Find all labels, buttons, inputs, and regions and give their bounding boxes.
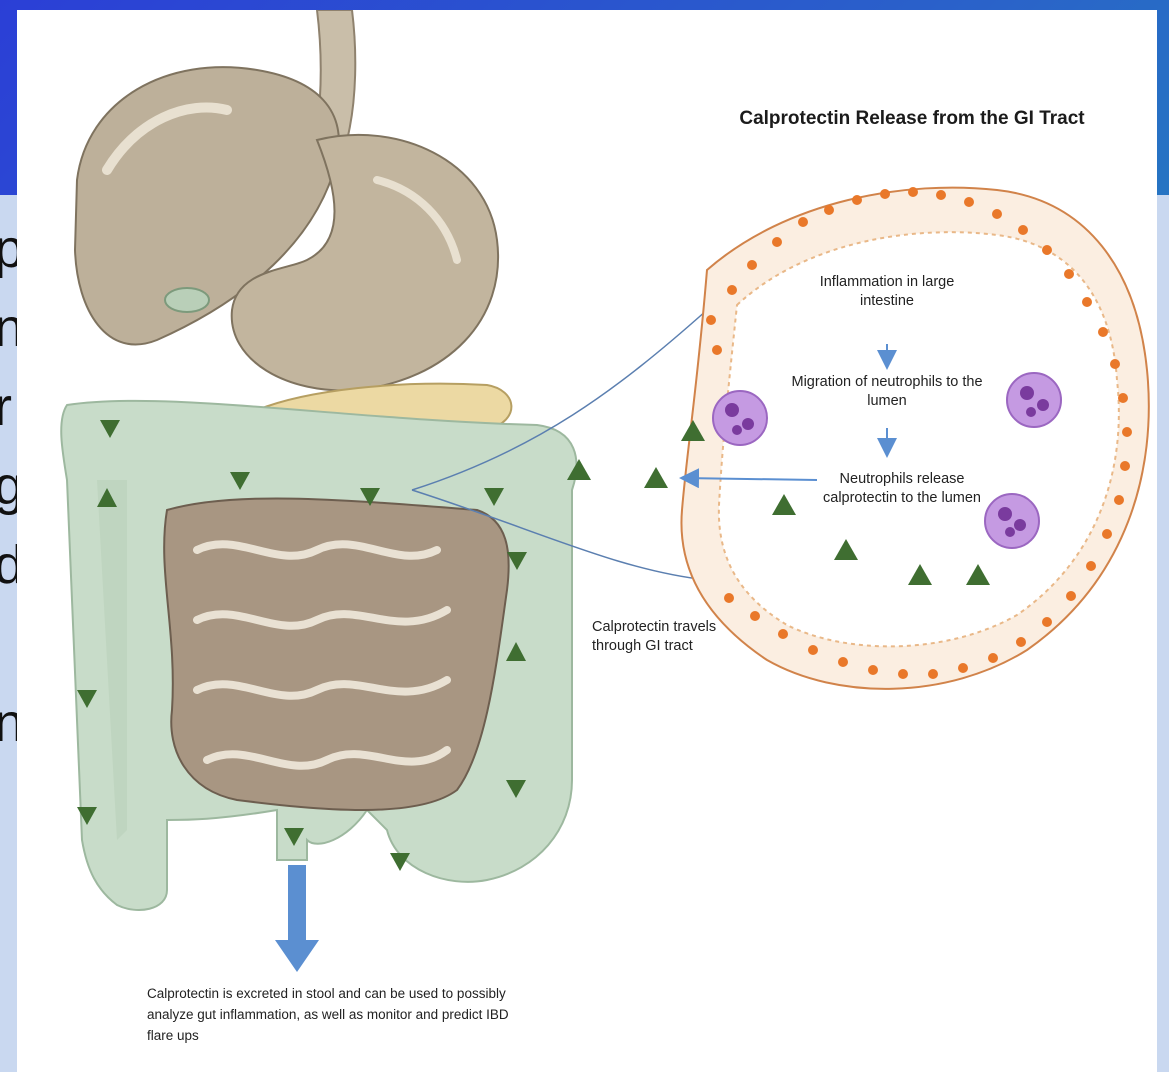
gallbladder [165, 288, 209, 312]
step-inflammation-label: Inflammation in large intestine [797, 273, 977, 311]
travel-label: Calprotectin travels through GI tract [592, 618, 722, 656]
excretion-arrow [288, 865, 306, 945]
step-release-label: Neutrophils release calprotectin to the … [822, 470, 982, 508]
step-migration-label: Migration of neutrophils to the lumen [787, 373, 987, 411]
gi-tract-illustration [17, 10, 1157, 1072]
figure-title: Calprotectin Release from the GI Tract [707, 108, 1117, 130]
gi-tract-figure: Calprotectin Release from the GI Tract I… [17, 10, 1157, 1072]
excretion-caption: Calprotectin is excreted in stool and ca… [147, 983, 527, 1046]
